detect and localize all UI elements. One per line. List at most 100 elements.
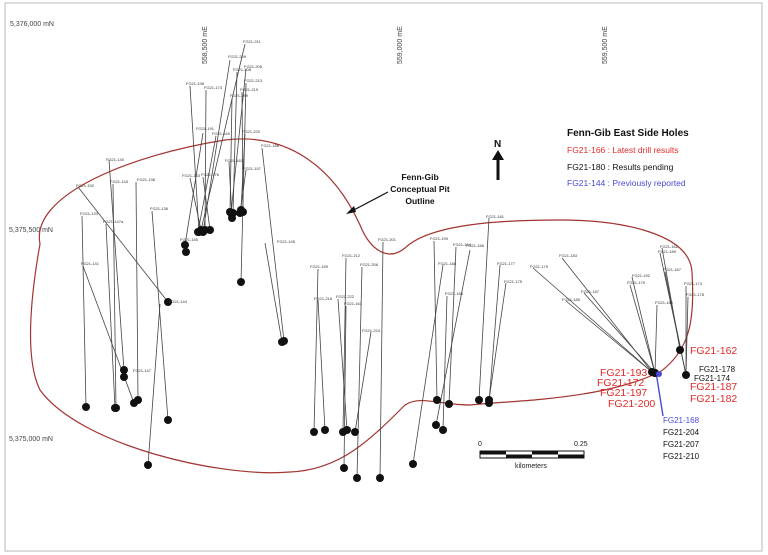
drill-hole-trace bbox=[204, 89, 207, 231]
drill-hole-trace bbox=[151, 210, 169, 421]
drill-hole-trace bbox=[240, 82, 247, 283]
drill-hole-label: FG21-224 bbox=[362, 328, 381, 333]
drill-hole-label: FG21-222 bbox=[336, 294, 355, 299]
drill-hole-label: FG21-180 bbox=[655, 300, 674, 305]
label-black: FG21-178 bbox=[699, 365, 736, 374]
drill-hole-label: FG21-205 bbox=[244, 64, 263, 69]
drill-hole-trace bbox=[532, 267, 653, 373]
drill-hole-collar bbox=[475, 396, 483, 404]
drill-hole-collar bbox=[340, 464, 348, 472]
drill-hole-label: FG21-144 bbox=[169, 299, 188, 304]
drill-hole-collar bbox=[130, 399, 138, 407]
scale-bar-segment bbox=[506, 454, 532, 458]
drill-hole-trace bbox=[337, 298, 348, 431]
drill-hole-trace bbox=[189, 177, 202, 231]
drill-hole-label: FG21-177 bbox=[497, 261, 516, 266]
legend: Fenn-Gib East Side Holes FG21-166 : Late… bbox=[567, 128, 689, 188]
drill-hole-label: FG21-201 bbox=[378, 237, 397, 242]
drill-hole-collar bbox=[321, 426, 329, 434]
drill-hole-traces bbox=[77, 43, 689, 479]
drill-hole-trace bbox=[81, 215, 87, 408]
drill-hole-trace bbox=[82, 265, 135, 404]
drill-hole-collar bbox=[376, 474, 384, 482]
drill-hole-collar bbox=[433, 396, 441, 404]
drill-hole-trace bbox=[629, 284, 656, 374]
pit-callout-line: Conceptual Pit bbox=[390, 184, 450, 194]
drill-hole-trace bbox=[342, 257, 347, 433]
label-red: FG21-193 bbox=[600, 367, 647, 379]
drill-hole-trace bbox=[261, 147, 285, 342]
drill-hole-collar bbox=[353, 474, 361, 482]
drill-hole-trace bbox=[202, 59, 231, 233]
north-arrow-label: N bbox=[494, 139, 501, 150]
drill-hole-collar bbox=[181, 241, 189, 249]
drill-hole-label: FG21-206 bbox=[360, 262, 379, 267]
label-red: FG21-200 bbox=[608, 398, 655, 410]
drill-hole-collar bbox=[682, 371, 690, 379]
drill-hole-label: FG21-211 bbox=[243, 39, 261, 44]
drill-hole-label: FG21-173 bbox=[204, 85, 223, 90]
drill-hole-label: FG21-155 bbox=[180, 237, 199, 242]
pit-callout-arrow bbox=[349, 191, 389, 213]
drill-hole-label: FG21-184 bbox=[445, 291, 464, 296]
drill-hole-trace bbox=[583, 292, 656, 374]
drill-hole-trace bbox=[488, 282, 507, 401]
drill-hole-label: FG21-163 bbox=[225, 158, 244, 163]
label-red: FG21-182 bbox=[690, 393, 737, 405]
drill-hole-label: FG21-181 bbox=[486, 214, 505, 219]
drill-hole-label: FG21-154 bbox=[453, 242, 472, 247]
drill-hole-trace bbox=[317, 299, 326, 431]
drill-hole-trace bbox=[112, 183, 117, 409]
drill-hole-label: FG21-190 bbox=[430, 236, 449, 241]
drill-hole-label: FG21-183 bbox=[559, 253, 578, 258]
drill-hole-collar bbox=[237, 278, 245, 286]
drill-hole-label: FG21-170 bbox=[627, 280, 646, 285]
highlight-blue-leader bbox=[655, 371, 664, 417]
drill-hole-label: FG21-167 bbox=[663, 267, 682, 272]
drill-hole-trace bbox=[435, 249, 471, 426]
highlight-labels: FG21-193 FG21-172 FG21-197 FG21-200 FG21… bbox=[597, 345, 737, 461]
northing-label: 5,376,000 mN bbox=[10, 21, 54, 28]
drill-hole-collar bbox=[164, 416, 172, 424]
scale-end: 0.25 bbox=[574, 441, 588, 448]
drill-hole-trace bbox=[664, 271, 687, 376]
label-black: FG21-207 bbox=[663, 440, 700, 449]
label-black: FG21-204 bbox=[663, 428, 700, 437]
drill-hole-label: FG21-175 bbox=[504, 279, 523, 284]
drill-hole-label: FG21-212 bbox=[342, 253, 361, 258]
drill-hole-collar bbox=[409, 460, 417, 468]
drill-hole-label: FG21-209 bbox=[228, 54, 247, 59]
label-red: FG21-162 bbox=[690, 345, 737, 357]
pit-callout-arrowhead bbox=[346, 206, 356, 214]
drill-hole-trace bbox=[354, 331, 372, 433]
drill-hole-trace bbox=[412, 264, 444, 465]
drill-hole-label: FG21-147 bbox=[133, 368, 152, 373]
drill-hole-trace bbox=[685, 296, 689, 376]
drill-hole-trace bbox=[565, 300, 653, 373]
drill-hole-trace bbox=[264, 242, 283, 343]
drill-hole-label: FG21-187 bbox=[581, 289, 600, 294]
drill-hole-collar bbox=[206, 226, 214, 234]
drill-hole-collar bbox=[439, 426, 447, 434]
drill-hole-collar bbox=[485, 396, 493, 404]
drill-hole-trace bbox=[442, 295, 448, 431]
north-arrow: N bbox=[492, 139, 504, 180]
drill-hole-trace bbox=[240, 133, 246, 211]
drill-hole-label: FG21-189 bbox=[658, 249, 677, 254]
drill-hole-trace bbox=[77, 186, 169, 303]
northing-label: 5,375,000 mN bbox=[9, 436, 53, 443]
drill-hole-trace bbox=[232, 71, 238, 214]
drill-hole-collar bbox=[182, 248, 190, 256]
drill-hole-trace bbox=[184, 132, 204, 246]
drill-hole-trace bbox=[356, 266, 363, 479]
drill-hole-trace bbox=[197, 135, 217, 233]
drill-hole-label: FG21-166 bbox=[466, 243, 485, 248]
label-red: FG21-197 bbox=[600, 387, 647, 399]
label-black: FG21-210 bbox=[663, 452, 700, 461]
drill-hole-trace bbox=[105, 223, 116, 409]
drill-hole-label: FG21-147a bbox=[103, 219, 124, 224]
drill-hole-label: FG21-186 bbox=[261, 143, 280, 148]
legend-item-previous: FG21-144 : Previously reported bbox=[567, 178, 686, 188]
pit-callout: Fenn-Gib Conceptual Pit Outline bbox=[346, 172, 450, 214]
drill-hole-trace bbox=[654, 304, 658, 374]
